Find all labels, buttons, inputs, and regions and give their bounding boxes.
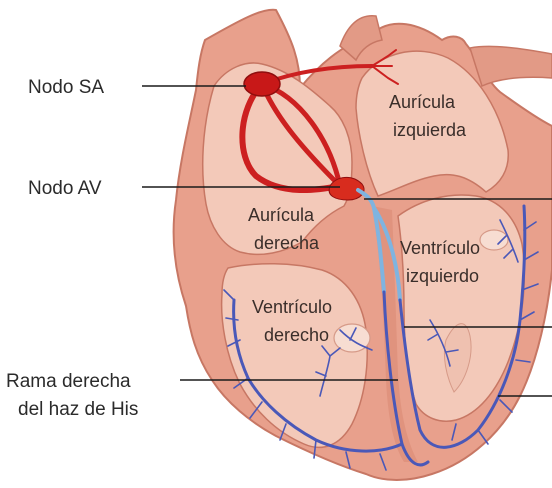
label-ventriculo-izquierdo-line2: izquierdo xyxy=(406,266,479,286)
label-ventriculo-izquierdo-line1: Ventrículo xyxy=(400,238,480,258)
sa-node xyxy=(244,72,280,96)
pulmonary-vein xyxy=(470,46,552,86)
label-auricula-izquierda-line1: Aurícula xyxy=(389,92,456,112)
label-auricula-derecha-line1: Aurícula xyxy=(248,205,315,225)
label-auricula-izquierda-line2: izquierda xyxy=(393,120,467,140)
label-ventriculo-derecho-line2: derecho xyxy=(264,325,329,345)
label-rama-derecha-line1: Rama derecha xyxy=(6,371,131,392)
label-rama-derecha-line2: del haz de His xyxy=(18,399,138,420)
label-auricula-derecha-line2: derecha xyxy=(254,233,320,253)
mitral-valve xyxy=(480,230,508,250)
label-nodo-sa: Nodo SA xyxy=(28,77,104,98)
label-nodo-av: Nodo AV xyxy=(28,178,102,199)
right-ventricle xyxy=(222,264,368,448)
label-ventriculo-derecho-line1: Ventrículo xyxy=(252,297,332,317)
